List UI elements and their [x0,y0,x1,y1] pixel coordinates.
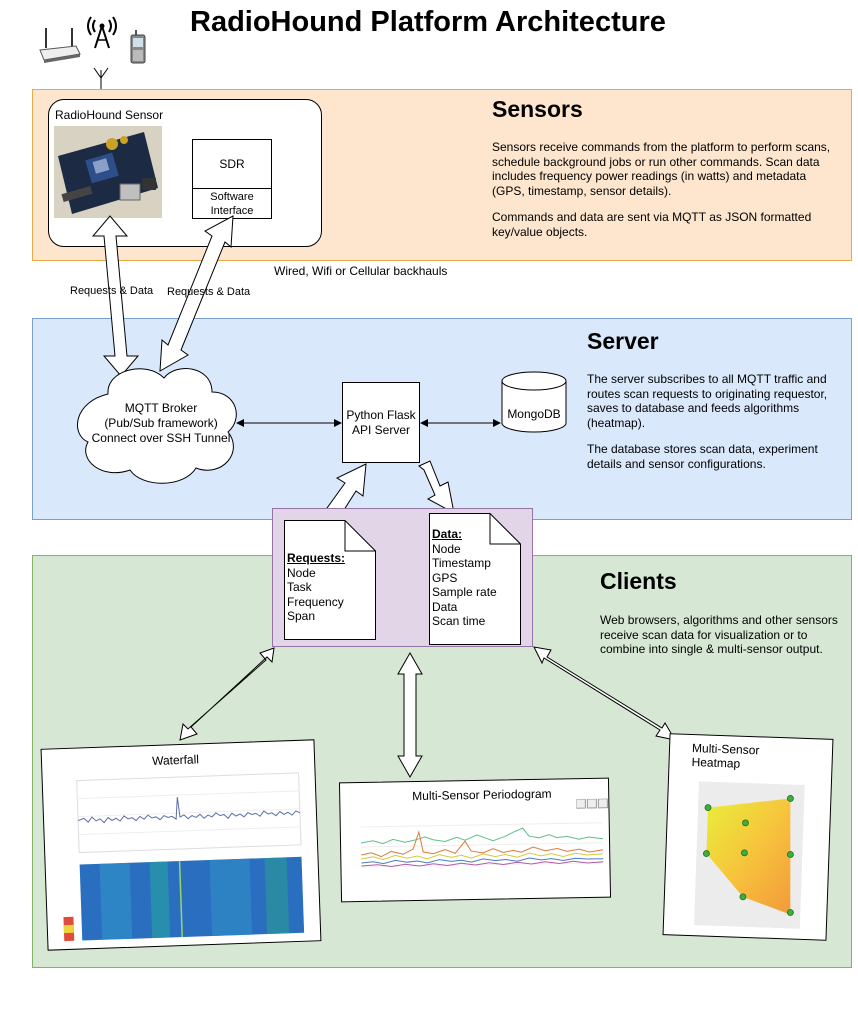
waterfall-card: Waterfall [40,739,322,951]
data-document [429,513,521,645]
antenna-icon [87,16,117,49]
server-heading: Server [587,328,659,354]
backhauls-label: Wired, Wifi or Cellular backhauls [274,264,448,278]
requests-title: Requests: [287,551,346,565]
heatmap-title: Multi-Sensor Heatmap [691,741,759,771]
waterfall-title: Waterfall [151,752,200,768]
mongodb-database-icon [501,371,567,433]
heatmap-title-line-2: Heatmap [691,754,741,771]
flask-to-data-arrow [418,460,455,514]
antenna-symbol-icon [93,67,109,92]
requests-data-label-1: Requests & Data [70,285,154,297]
clients-heading: Clients [600,568,677,594]
heatmap-card: Multi-Sensor Heatmap [662,733,834,941]
sdr-label: SDR [193,140,271,189]
requests-item-span: Span [287,609,316,623]
broker-line-3: Connect over SSH Tunnel [91,431,231,445]
broker-line-2: (Pub/Sub framework) [104,416,218,430]
sensor-label: RadioHound Sensor [55,108,164,122]
python-flask-server-box: Python Flask API Server [342,382,420,463]
sensors-heading: Sensors [492,96,583,122]
heatmap-plot [693,781,805,929]
data-item-data: Data [432,599,458,614]
server-desc-p2: The database stores scan data, experimen… [587,442,818,471]
sensor-board-image [54,126,162,218]
sensors-description: Sensors receive commands from the platfo… [492,140,837,251]
sdr-box: SDR Software Interface [192,139,272,219]
mqtt-broker-cloud [76,368,237,484]
payload-waterfall-arrow [179,647,275,741]
periodogram-plot [360,822,604,868]
periodogram-toolbar [576,798,608,809]
requests-document [284,520,376,640]
requests-data-label-2: Requests & Data [167,286,251,298]
router-icon [39,28,81,63]
data-item-scan-time: Scan time [432,614,486,628]
broker-line-1: MQTT Broker [124,401,198,415]
sensors-desc-p2: Commands and data are sent via MQTT as J… [492,210,812,239]
requests-item-node: Node [287,565,316,580]
requests-content: Requests: Node Task Frequency Span [287,551,345,624]
software-interface-label: Software Interface [210,191,254,217]
server-description: The server subscribes to all MQTT traffi… [587,372,837,483]
mongodb-label: MongoDB [507,407,561,421]
sensors-desc-p1: Sensors receive commands from the platfo… [492,140,831,198]
data-content: Data: Node Timestamp GPS Sample rate Dat… [432,527,497,629]
payload-periodogram-arrow [397,651,423,779]
page-title: RadioHound Platform Architecture [190,6,666,38]
flask-line-2: API Server [351,422,411,437]
requests-item-task: Task [287,580,312,594]
waterfall-plot [63,772,305,942]
flask-line-1: Python Flask [346,407,416,422]
data-item-sample-rate: Sample rate [432,585,497,599]
sdr-broker-arrow [159,215,234,372]
payload-heatmap-arrow [533,646,677,741]
periodogram-card: Multi-Sensor Periodogram [338,777,612,903]
phone-icon [130,30,146,64]
mqtt-broker-label: MQTT Broker (Pub/Sub framework) Connect … [78,401,244,446]
requests-item-frequency: Frequency [287,594,344,609]
data-item-gps: GPS [432,570,458,585]
sensor-broker-arrow [91,215,140,377]
server-desc-p1: The server subscribes to all MQTT traffi… [587,372,828,430]
clients-description: Web browsers, algorithms and other senso… [600,613,838,656]
periodogram-title: Multi-Sensor Periodogram [412,786,552,804]
data-title: Data: [432,527,463,541]
data-item-node: Node [432,541,461,556]
data-item-timestamp: Timestamp [432,556,491,570]
